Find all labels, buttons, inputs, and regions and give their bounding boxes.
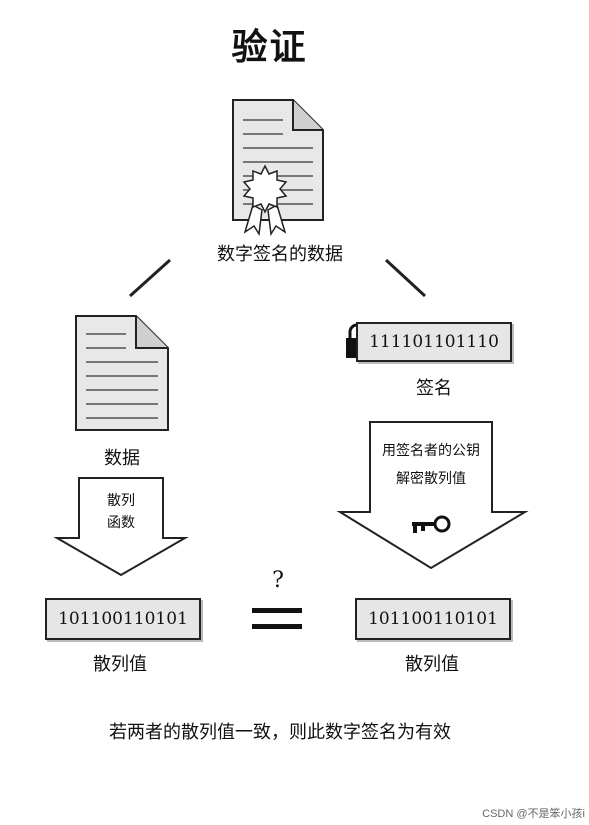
hash-function-label-line2: 函数 [107, 515, 135, 531]
public-key-label-line1: 用签名者的公钥 [382, 443, 480, 459]
right-hash-label: 散列值 [405, 654, 459, 675]
right-branch-line [384, 258, 427, 298]
data-document-icon [75, 315, 169, 431]
signed-data-label: 数字签名的数据 [217, 244, 343, 265]
key-icon [412, 515, 451, 533]
compare-question-mark: ? [272, 568, 284, 593]
data-label: 数据 [104, 448, 140, 469]
decrypt-arrow [336, 421, 529, 570]
left-hash-label: 散列值 [93, 654, 147, 675]
left-hash-box: 101100110101 [45, 598, 201, 640]
left-branch-line [128, 258, 172, 298]
right-hash-box: 101100110101 [355, 598, 511, 640]
watermark: CSDN @不是笨小孩i [482, 808, 585, 820]
conclusion-text: 若两者的散列值一致，则此数字签名为有效 [109, 722, 451, 743]
page-title: 验证 [231, 26, 308, 68]
equals-top-bar [252, 608, 302, 613]
signature-label: 签名 [416, 378, 452, 399]
public-key-label-line2: 解密散列值 [396, 471, 466, 487]
hash-function-arrow [53, 477, 189, 577]
signature-bits-box: 111101101110 [356, 322, 512, 362]
hash-function-label-line1: 散列 [107, 493, 135, 509]
equals-bottom-bar [252, 624, 302, 629]
signed-document-icon [232, 99, 324, 237]
